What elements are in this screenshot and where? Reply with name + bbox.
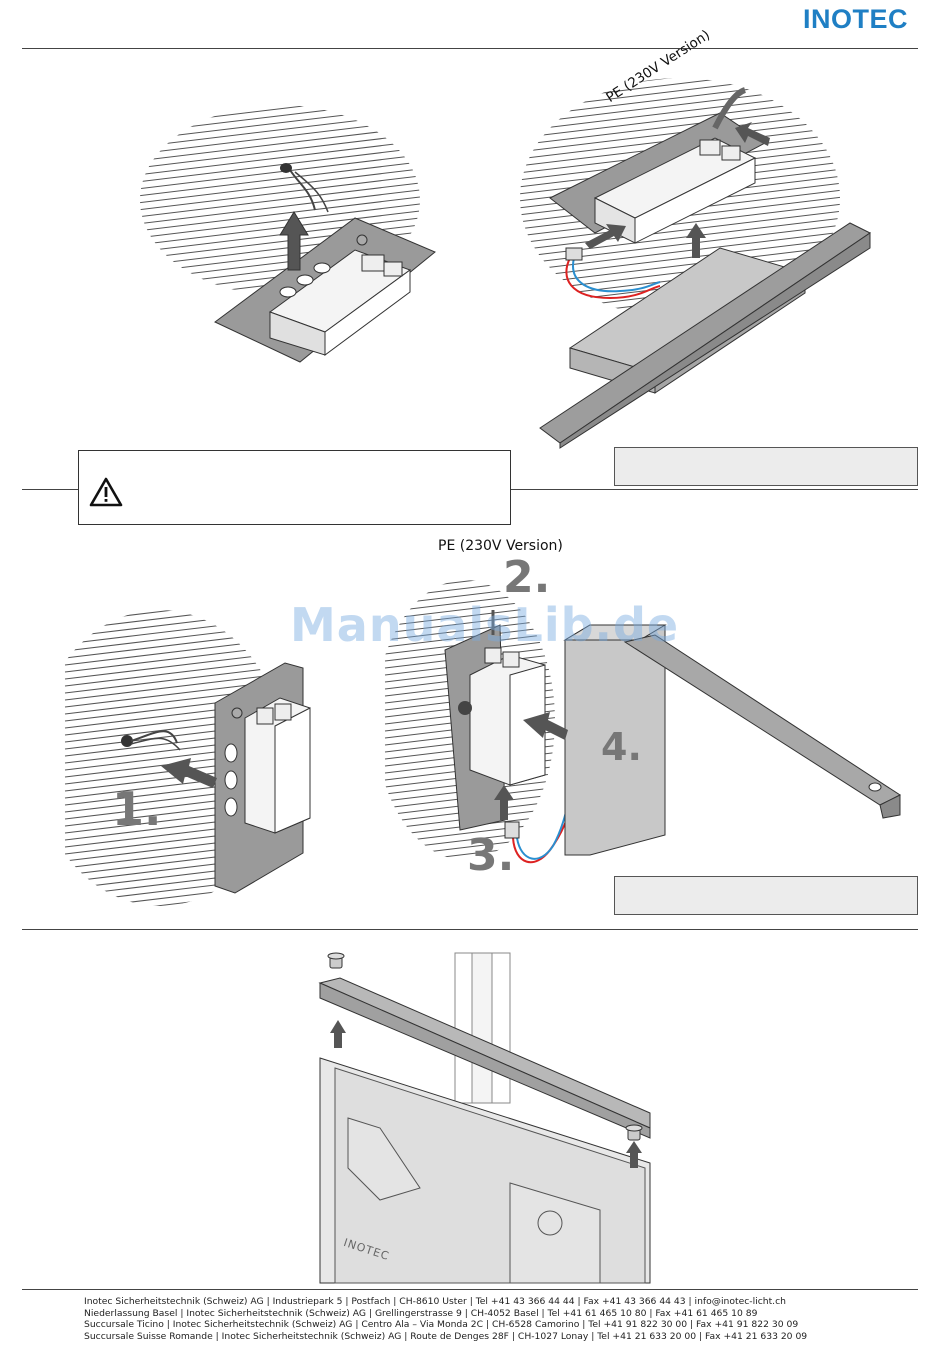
note-box-figure-2 — [614, 876, 918, 915]
header-divider — [22, 48, 918, 49]
up-arrow-icon — [279, 211, 309, 271]
screw-icon — [327, 952, 345, 969]
footer-line: Niederlassung Basel | Inotec Sicherheits… — [84, 1307, 758, 1319]
ceiling-assembly-illustration — [520, 78, 871, 449]
pe-label-figure-2: PE (230V Version) — [438, 538, 563, 554]
note-box-figure-1 — [614, 447, 918, 486]
inotec-logo: INOTEC — [803, 4, 909, 34]
sign-mounting-illustration — [318, 952, 651, 1284]
section-divider-1-left — [22, 489, 78, 490]
up-arrow-icon — [626, 1141, 642, 1168]
right-arrow-icon — [585, 224, 626, 249]
footer-divider — [22, 1289, 918, 1290]
footer-line: Succursale Suisse Romande | Inotec Siche… — [84, 1330, 808, 1342]
step-2-label: 2. — [503, 552, 551, 603]
step-1-label: 1. — [112, 782, 162, 836]
wall-assembly-illustration — [384, 580, 902, 864]
section-divider-1-right — [509, 489, 918, 490]
section-divider-2 — [22, 929, 918, 930]
left-arrow-icon — [523, 712, 568, 740]
ceiling-mount-illustration — [140, 105, 436, 363]
up-arrow-icon — [494, 785, 514, 820]
footer-address: Inotec Sicherheitstechnik (Schweiz) AG |… — [84, 1296, 807, 1342]
left-arrow-icon — [161, 758, 217, 788]
left-arrow-icon — [735, 122, 770, 146]
up-arrow-icon — [330, 1020, 346, 1048]
warning-box — [78, 450, 511, 525]
wall-mount-illustration — [64, 610, 311, 906]
warning-triangle-icon — [89, 477, 123, 507]
step-3-label: 3. — [467, 830, 515, 881]
step-4-label: 4. — [601, 725, 642, 769]
footer-line: Succursale Ticino | Inotec Sicherheitste… — [84, 1319, 799, 1331]
watermark: ManualsLib.de — [290, 598, 680, 652]
footer-line: Inotec Sicherheitstechnik (Schweiz) AG |… — [84, 1296, 786, 1307]
screw-icon — [625, 1124, 643, 1141]
up-arrow-icon — [686, 223, 706, 258]
